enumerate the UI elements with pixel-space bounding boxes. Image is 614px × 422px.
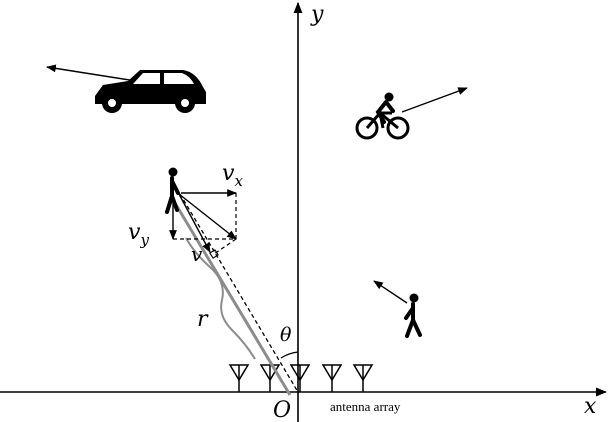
projection-dashed-line [213, 238, 237, 255]
pedestrian-icon [373, 280, 422, 338]
antenna-array [229, 364, 373, 393]
radial-velocity-arrow [178, 193, 211, 253]
vx-subscript: x [234, 172, 243, 190]
bicycle-icon [355, 87, 468, 140]
antenna-element [229, 364, 249, 393]
antenna-array-caption: antenna array [330, 399, 401, 414]
range-brace [185, 237, 256, 360]
velocity-symbol: v [191, 242, 203, 266]
vy-main: v [128, 220, 141, 245]
velocity-arrow [178, 193, 237, 240]
antenna-element [353, 364, 373, 393]
vy-subscript: y [139, 231, 149, 249]
x-axis-label: x [584, 394, 597, 419]
vx-main: v [222, 161, 235, 186]
pedestrian-icon [165, 167, 180, 214]
vx-symbol: vx [222, 161, 243, 190]
antenna-element [322, 364, 342, 393]
right-angle-marker [209, 249, 219, 259]
car-icon [46, 64, 206, 113]
antenna-element [260, 364, 280, 393]
pedestrian-motion-arrow [373, 280, 408, 304]
origin-label: O [273, 398, 291, 422]
vy-symbol: vy [128, 220, 149, 249]
bicycle-motion-arrow [401, 87, 468, 113]
range-symbol: r [197, 307, 209, 332]
angle-symbol: θ [280, 324, 292, 346]
antenna-element [290, 364, 310, 393]
range-line [173, 202, 292, 396]
line-of-sight-dashed [179, 193, 299, 393]
y-axis-label: y [310, 2, 324, 27]
angle-arc [280, 351, 299, 359]
velocity-decomposition [169, 189, 237, 259]
